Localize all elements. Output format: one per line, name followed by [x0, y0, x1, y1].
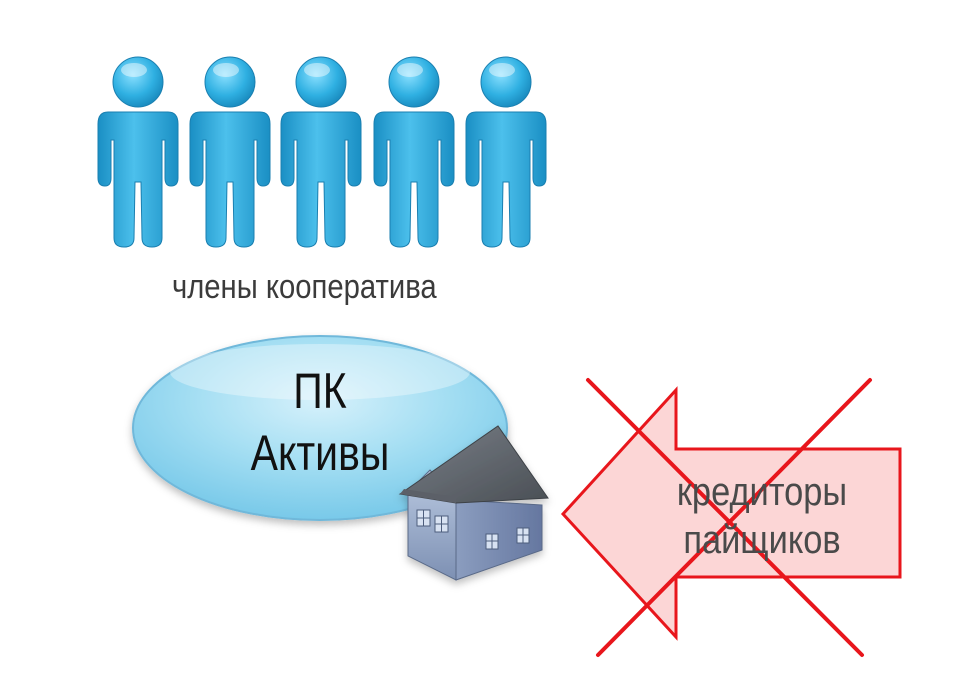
cooperative-assets-label: Активы — [250, 425, 390, 481]
cooperative-ellipse — [132, 335, 508, 521]
ellipse-highlight — [170, 344, 470, 400]
cooperative-title: ПК — [293, 363, 347, 419]
person-body — [373, 111, 455, 248]
person-head — [112, 56, 164, 108]
person-icon — [373, 56, 455, 248]
creditors-label-line2: пайщиков — [683, 518, 841, 562]
creditors-label-line1: кредиторы — [676, 470, 848, 514]
person-head-shine — [304, 63, 330, 77]
person-body — [280, 111, 362, 248]
person-body — [465, 111, 547, 248]
person-head-shine — [121, 63, 147, 77]
person-body — [189, 111, 271, 248]
person-head-shine — [213, 63, 239, 77]
members-label: члены кооператива — [172, 268, 437, 306]
person-head — [480, 56, 532, 108]
person-head-shine — [489, 63, 515, 77]
person-head-shine — [397, 63, 423, 77]
creditors-arrow — [560, 386, 902, 641]
house-icon — [398, 425, 549, 581]
cross-out-mark — [586, 378, 872, 657]
person-icon — [465, 56, 547, 248]
person-head — [388, 56, 440, 108]
person-head — [204, 56, 256, 108]
person-icon — [280, 56, 362, 248]
person-body — [97, 111, 179, 248]
person-icon — [189, 56, 271, 248]
person-head — [295, 56, 347, 108]
person-icon — [97, 56, 179, 248]
cooperative-members-group — [97, 56, 547, 248]
